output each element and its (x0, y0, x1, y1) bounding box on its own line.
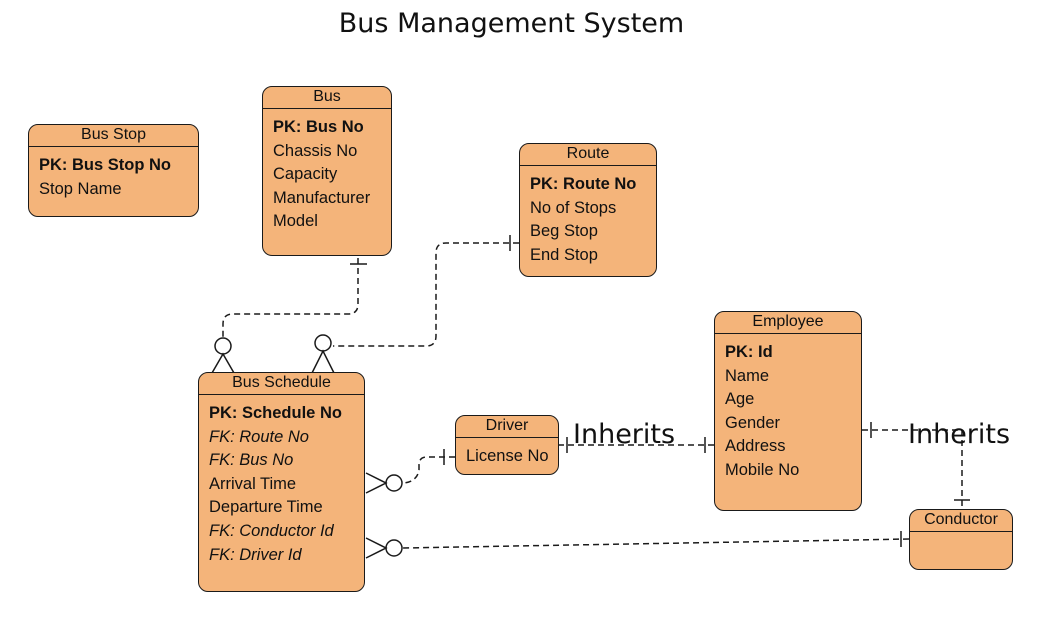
attribute-row: Arrival Time (209, 474, 297, 493)
attribute-row: Beg Stop (530, 222, 598, 241)
zero-marker-route (314, 334, 332, 352)
entity-driver-attributes: License No (456, 438, 558, 469)
attribute-row: PK: Bus No (273, 118, 364, 136)
attribute-row: Name (725, 366, 770, 385)
entity-bus-title: Bus (263, 87, 391, 109)
crowfoot-conductor (365, 537, 388, 559)
entity-route-title: Route (520, 144, 656, 166)
attribute-row: Capacity (273, 165, 338, 184)
attribute-row: FK: Driver Id (209, 545, 302, 564)
inherits-label-conductor: Inherits (908, 419, 1011, 450)
attribute-row: Model (273, 212, 318, 231)
attribute-row: Chassis No (273, 141, 358, 160)
attribute-row: PK: Bus Stop No (39, 156, 171, 174)
inherits-label-driver: Inherits (573, 419, 676, 450)
entity-bus-schedule-attributes: PK: Schedule No FK: Route No FK: Bus No Arr… (199, 395, 364, 567)
crowfoot-bus (211, 352, 235, 374)
attribute-row: No of Stops (530, 198, 617, 217)
attribute-row: Stop Name (39, 179, 122, 198)
zero-marker-conductor (385, 539, 403, 557)
zero-marker-driver (385, 474, 403, 492)
relationship-bus-schedule-line[interactable] (222, 258, 359, 338)
entity-bus-stop-title: Bus Stop (29, 125, 198, 147)
relationship-route-schedule-line[interactable] (333, 242, 519, 347)
inherits-conductor-employee-line[interactable] (862, 429, 963, 510)
attribute-row: Manufacturer (273, 188, 371, 207)
attribute-row: End Stop (530, 245, 598, 264)
crowfoot-driver (365, 472, 388, 494)
relationship-driver-schedule-line[interactable] (402, 456, 455, 484)
attribute-row: Address (725, 437, 786, 456)
attribute-row: FK: Bus No (209, 451, 294, 470)
attribute-row: Gender (725, 413, 781, 432)
attribute-row: License No (466, 447, 549, 465)
attribute-row: Age (725, 390, 755, 409)
entity-bus-schedule-title: Bus Schedule (199, 373, 364, 395)
entity-conductor[interactable]: Conductor (909, 509, 1013, 570)
entity-conductor-attributes (910, 532, 1012, 539)
entity-conductor-title: Conductor (910, 510, 1012, 532)
attribute-row: PK: Id (725, 343, 773, 361)
zero-marker-bus (214, 337, 232, 355)
attribute-row: Mobile No (725, 460, 800, 479)
attribute-row: Departure Time (209, 498, 323, 517)
attribute-row: FK: Route No (209, 427, 309, 446)
entity-bus-stop-attributes: PK: Bus Stop No Stop Name (29, 147, 198, 201)
entity-employee-title: Employee (715, 312, 861, 334)
attribute-row: PK: Route No (530, 175, 637, 193)
crowfoot-route (311, 349, 335, 374)
entity-driver-title: Driver (456, 416, 558, 438)
attribute-row: PK: Schedule No (209, 404, 342, 422)
relationship-conductor-schedule-line[interactable] (402, 538, 910, 549)
diagram-title: Bus Management System (338, 8, 685, 39)
attribute-row: FK: Conductor Id (209, 521, 334, 540)
